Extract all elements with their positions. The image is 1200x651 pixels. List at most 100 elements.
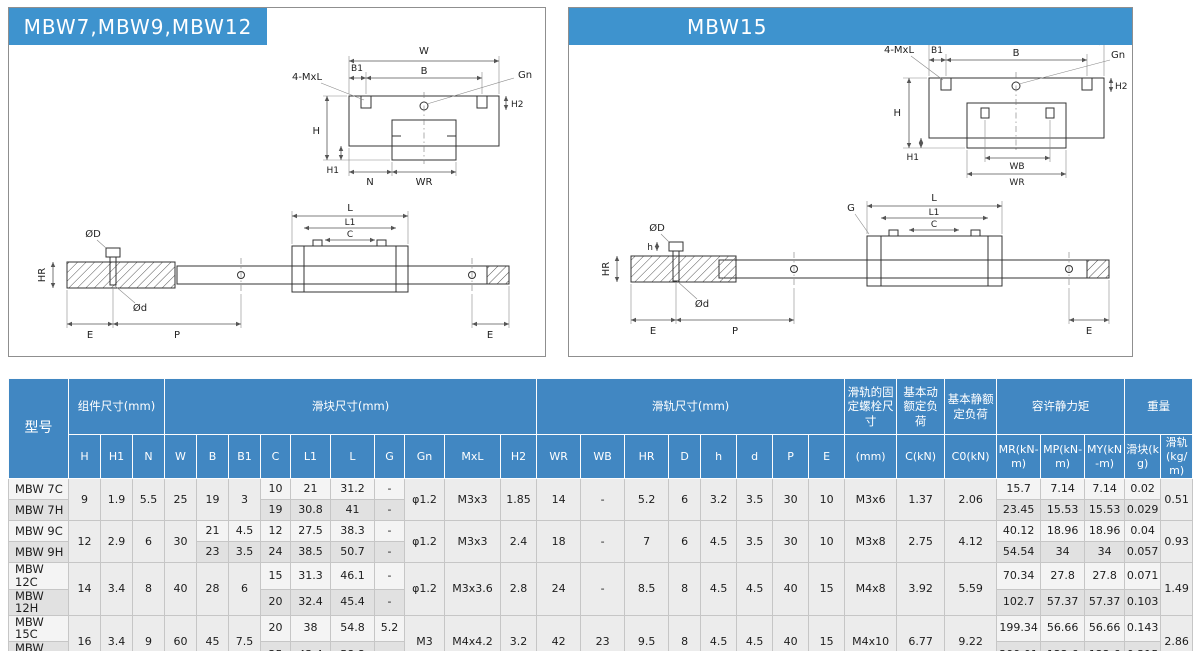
dim-label-b: B [1013, 48, 1020, 59]
panel-title-left-text: MBW7,MBW9,MBW12 [23, 14, 253, 39]
data-cell: 18 [536, 520, 582, 564]
col-subheader: Gn [404, 433, 445, 480]
data-cell: 40 [164, 562, 197, 616]
data-cell: 31.2 [330, 478, 375, 501]
col-subheader: D [668, 433, 702, 480]
data-cell: 6.77 [896, 614, 946, 651]
col-subheader: L [330, 433, 375, 480]
col-subheader: MP(kN-m) [1040, 433, 1086, 480]
data-cell: 56.66 [1040, 614, 1086, 643]
col-group-header: 滑轨尺寸(mm) [536, 378, 846, 435]
data-cell: 18.96 [1084, 520, 1126, 543]
dim-label-hr: HR [37, 268, 48, 283]
dim-label-wb: WB [1009, 162, 1024, 172]
col-group-header: 滑轨的固定螺栓尺寸 [844, 378, 898, 435]
panel-title-right: MBW15 [569, 8, 1132, 45]
data-cell: 6 [228, 562, 261, 616]
col-subheader: P [772, 433, 810, 480]
data-cell: 5.59 [944, 562, 998, 616]
data-cell: 57.37 [1084, 588, 1126, 616]
data-cell: 40 [772, 614, 810, 651]
model-cell: MBW 9H [8, 541, 69, 564]
col-group-header: 组件尺寸(mm) [68, 378, 165, 435]
data-cell: 15 [808, 614, 846, 651]
data-cell: 2.06 [944, 478, 998, 522]
dim-label-b1: B1 [351, 64, 363, 74]
data-cell: 8 [668, 562, 702, 616]
col-subheader: h [700, 433, 738, 480]
data-cell: 2.4 [499, 520, 538, 564]
data-cell: 7.5 [228, 614, 261, 651]
panel-title-left: MBW7,MBW9,MBW12 [9, 8, 267, 45]
data-cell: 25 [164, 478, 197, 522]
data-cell: 41 [330, 499, 375, 522]
data-cell: φ1.2 [404, 520, 445, 564]
data-cell: 38.3 [330, 520, 375, 543]
data-cell: 7.14 [1040, 478, 1086, 501]
data-cell: 8.5 [624, 562, 670, 616]
dim-label-wr: WR [1009, 178, 1024, 188]
data-cell: M3x3 [444, 478, 501, 522]
col-subheader: (mm) [844, 433, 898, 480]
panel-title-right-text: MBW15 [687, 14, 768, 39]
dim-label-od-small: Ød [133, 302, 147, 314]
col-subheader: L1 [290, 433, 331, 480]
dim-label-hr: HR [601, 262, 612, 277]
data-cell: 57.37 [1040, 588, 1086, 616]
data-cell: 0.04 [1124, 520, 1162, 543]
data-cell: 19 [196, 478, 229, 522]
data-cell: 102.7 [996, 588, 1042, 616]
data-cell: 21 [196, 520, 229, 543]
data-cell: 18.96 [1040, 520, 1086, 543]
data-cell: - [374, 641, 405, 651]
data-cell: 0.93 [1160, 520, 1194, 564]
data-cell: 2.86 [1160, 614, 1194, 651]
dim-label-l1: L1 [345, 218, 356, 228]
data-cell: M3x3.6 [444, 562, 501, 616]
data-cell: 30 [772, 520, 810, 564]
data-cell: 3.92 [896, 562, 946, 616]
table-header: 型号组件尺寸(mm)滑块尺寸(mm)滑轨尺寸(mm)滑轨的固定螺栓尺寸基本动额定… [8, 377, 1194, 480]
cross-section-view: W B1 B Gn 4-MxL H H1 [292, 46, 532, 188]
dim-label-e-left: E [650, 326, 656, 337]
data-cell: 23 [196, 541, 229, 564]
data-cell: - [374, 541, 405, 564]
model-cell: MBW 7C [8, 478, 69, 501]
dim-label-h-counterbore: h [647, 243, 653, 253]
col-subheader: G [374, 433, 405, 480]
data-cell: 4.12 [944, 520, 998, 564]
data-cell: 8 [668, 614, 702, 651]
col-subheader: W [164, 433, 197, 480]
drawing-panel-mbw7-9-12: MBW7,MBW9,MBW12 W [8, 7, 546, 357]
data-cell: 54.54 [996, 541, 1042, 564]
data-cell: 4.5 [228, 520, 261, 543]
col-subheader: E [808, 433, 846, 480]
col-header-model: 型号 [8, 377, 69, 480]
data-cell: 7.14 [1084, 478, 1126, 501]
dim-label-h1: H1 [327, 166, 340, 176]
data-cell: 27.8 [1040, 562, 1086, 590]
data-cell: 15 [808, 562, 846, 616]
data-cell: 28 [196, 562, 229, 616]
side-view: L L1 C ØD Ød HR E P E [37, 203, 510, 341]
data-cell: 4.5 [736, 562, 774, 616]
dim-label-h2: H2 [1115, 82, 1128, 92]
data-cell: 1.49 [1160, 562, 1194, 616]
dim-label-l: L [931, 193, 937, 204]
data-cell: 15 [260, 562, 291, 590]
spec-table-wrap: 型号组件尺寸(mm)滑块尺寸(mm)滑轨尺寸(mm)滑轨的固定螺栓尺寸基本动额定… [8, 377, 1194, 651]
col-subheader: C(kN) [896, 433, 946, 480]
dim-label-gn: Gn [1111, 50, 1125, 61]
data-cell: 4.5 [700, 520, 738, 564]
data-cell: 15.53 [1040, 499, 1086, 522]
data-cell: - [374, 588, 405, 616]
dim-label-h-height: H [893, 108, 901, 119]
spec-table: 型号组件尺寸(mm)滑块尺寸(mm)滑轨尺寸(mm)滑轨的固定螺栓尺寸基本动额定… [8, 377, 1194, 651]
data-cell: 21 [290, 478, 331, 501]
data-cell: 10 [808, 478, 846, 522]
data-cell: 8 [132, 562, 165, 616]
